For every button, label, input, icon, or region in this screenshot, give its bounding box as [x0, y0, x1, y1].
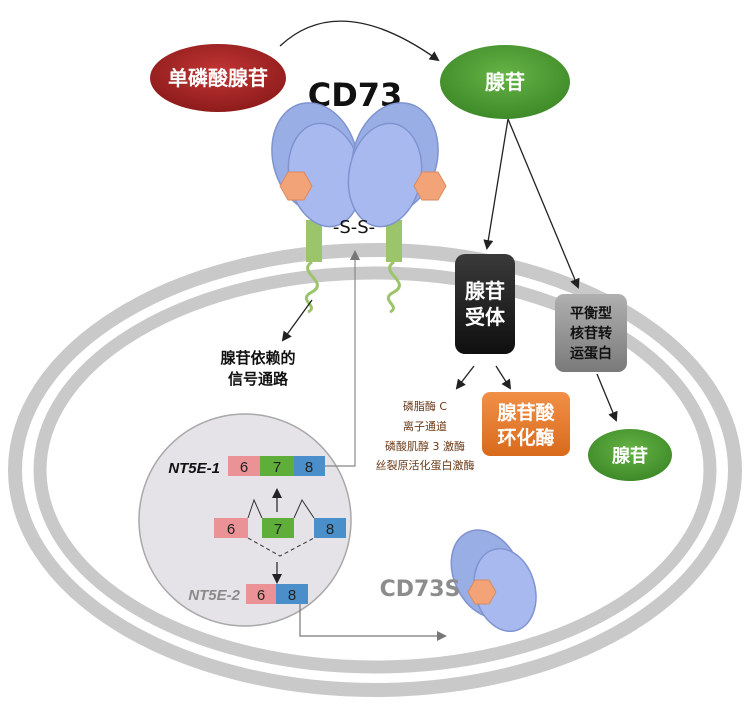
adenosine-inside-node: 腺苷 — [588, 429, 672, 481]
left-stalk — [306, 220, 322, 262]
left-anchor — [304, 260, 319, 314]
effector-3: 磷酸肌醇 3 激酶 — [385, 439, 465, 453]
cd73s-label: CD73S — [380, 577, 461, 602]
pre-exon-6 — [214, 518, 248, 538]
nt5e-2-label: NT5E-2 — [188, 587, 240, 604]
adenosine-receptor: 腺苷 受体 — [455, 254, 515, 354]
amp-node: 单磷酸腺苷 — [150, 44, 286, 112]
nt5e1-exon-6-label: 6 — [240, 459, 248, 476]
pre-exon-7-label: 7 — [274, 521, 282, 538]
right-stalk — [386, 220, 402, 262]
arrow-to-transporter — [507, 118, 580, 289]
transporter-label-2: 核苷转 — [570, 325, 612, 342]
pre-exon-8 — [314, 518, 346, 538]
effector-4: 丝裂原活化蛋白激酶 — [376, 458, 475, 472]
nt5e2-exon-8 — [276, 584, 308, 604]
nt5e2-exon-8-label: 8 — [288, 587, 296, 604]
receptor-label-2: 受体 — [465, 305, 506, 329]
adenosine-top-label: 腺苷 — [485, 70, 525, 94]
adenylate-cyclase: 腺苷酸 环化酶 — [482, 392, 570, 456]
adenosine-top-node: 腺苷 — [440, 45, 570, 119]
expression-line — [325, 250, 360, 467]
nt5e-2-gene: NT5E-2 6 8 — [188, 584, 308, 604]
nt5e1-exon-8 — [294, 456, 325, 476]
cd73s-protein — [450, 529, 537, 633]
nt5e1-exon-7 — [260, 456, 294, 476]
effector-2: 离子通道 — [403, 419, 447, 433]
cell-membrane — [8, 243, 742, 697]
nt5e2-exon-6 — [246, 584, 276, 604]
arrow-to-signaling — [281, 299, 313, 342]
nt5e1-exon-6 — [228, 456, 260, 476]
left-hexagon — [279, 171, 313, 201]
right-hexagon — [413, 171, 447, 201]
signal-label-1: 腺苷依赖的 — [220, 349, 295, 367]
arrow-to-cd73s — [299, 604, 447, 641]
cd73s-hexagon — [467, 579, 497, 605]
conversion-arrow — [279, 20, 440, 62]
arrow-to-receptor — [483, 118, 509, 250]
cd73-dimer: -S-S- — [271, 102, 447, 314]
nt5e-1-gene: NT5E-1 6 7 8 — [168, 456, 325, 477]
nt5e1-exon-8-label: 8 — [305, 459, 313, 476]
arrow-to-cyclase — [495, 365, 512, 390]
pre-exon-6-label: 6 — [227, 521, 235, 538]
transporter-label-1: 平衡型 — [570, 305, 612, 322]
nt5e-1-label: NT5E-1 — [168, 460, 220, 477]
cyclase-label-2: 环化酶 — [497, 426, 554, 449]
pre-mrna: 6 7 8 — [214, 498, 346, 557]
pre-exon-7 — [262, 518, 294, 538]
effector-1: 磷脂酶 C — [403, 399, 447, 413]
signal-label-2: 信号通路 — [228, 370, 289, 388]
cyclase-label-1: 腺苷酸 — [496, 401, 555, 424]
arrow-to-inner-adenosine — [596, 373, 618, 422]
arrow-to-effectors — [455, 365, 475, 390]
right-anchor — [386, 260, 401, 314]
disulfide-label: -S-S- — [333, 217, 375, 238]
adenosine-inside-label: 腺苷 — [612, 445, 648, 467]
receptor-label-1: 腺苷 — [465, 279, 505, 303]
nt5e1-exon-7-label: 7 — [273, 459, 281, 476]
pre-exon-8-label: 8 — [326, 521, 334, 538]
nucleoside-transporter: 平衡型 核苷转 运蛋白 — [555, 294, 627, 372]
effector-list: 磷脂酶 C 离子通道 磷酸肌醇 3 激酶 丝裂原活化蛋白激酶 — [376, 399, 475, 472]
amp-label: 单磷酸腺苷 — [168, 66, 268, 90]
transporter-label-3: 运蛋白 — [570, 345, 612, 362]
nt5e2-exon-6-label: 6 — [257, 587, 265, 604]
